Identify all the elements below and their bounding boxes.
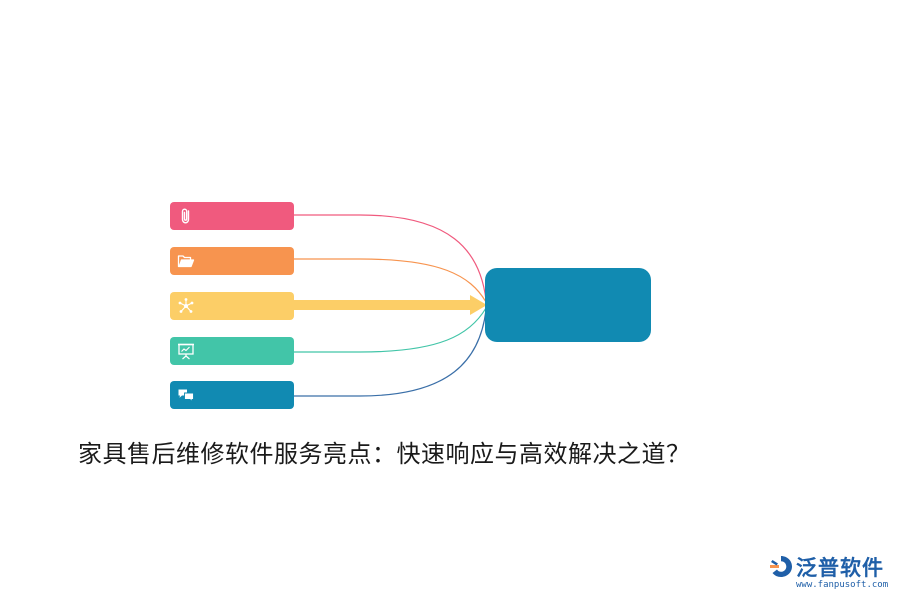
connector-2 bbox=[294, 258, 487, 303]
brand-url: www.fanpusoft.com bbox=[796, 580, 889, 590]
paperclip-icon bbox=[181, 208, 190, 224]
diagram-title: 家具售后维修软件服务亮点：快速响应与高效解决之道？ bbox=[78, 440, 691, 468]
brand-watermark: 泛普软件 www.fanpusoft.com bbox=[768, 552, 892, 592]
brand-name: 泛普软件 bbox=[796, 556, 884, 580]
branch-tab-2 bbox=[170, 247, 294, 275]
connector-1 bbox=[294, 214, 487, 301]
branch-tab-1 bbox=[170, 202, 294, 230]
branch-tab-3 bbox=[170, 292, 294, 320]
chat-icon bbox=[178, 389, 194, 404]
connector-3-arrow-body bbox=[294, 300, 472, 310]
fanpu-logo-icon bbox=[770, 556, 792, 577]
connector-3-arrow-head bbox=[470, 295, 487, 315]
branch-tab-5 bbox=[170, 381, 294, 409]
folder-icon bbox=[177, 255, 195, 268]
connector-4 bbox=[294, 307, 487, 353]
connector-5 bbox=[294, 309, 487, 397]
central-hub-node bbox=[485, 268, 651, 342]
presentation-icon bbox=[178, 343, 194, 360]
branch-tab-4 bbox=[170, 337, 294, 365]
network-icon bbox=[178, 298, 194, 313]
